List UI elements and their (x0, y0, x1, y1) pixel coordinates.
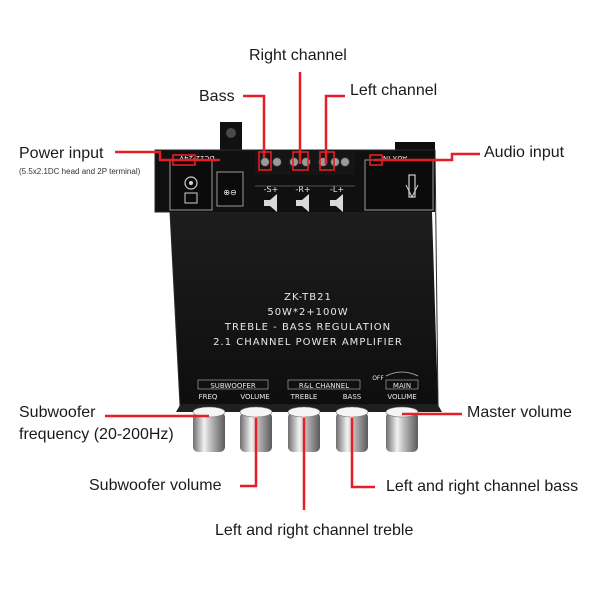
knob-label-sub-volume: VOLUME (240, 393, 269, 401)
regulation-text: TREBLE - BASS REGULATION (224, 322, 391, 333)
power-rating: 50W*2+100W (267, 307, 348, 318)
label-audio-input: Audio input (484, 144, 565, 161)
terminal-screw (340, 157, 350, 167)
knob-label-bass: BASS (343, 393, 362, 401)
power-input-pointer (115, 150, 220, 162)
section-main: MAIN (393, 382, 411, 390)
left-channel-pointer (324, 94, 345, 164)
knob-label-freq: FREQ (199, 393, 218, 401)
aux-input-jack: AUX IN (364, 154, 434, 211)
knob-label-treble: TREBLE (290, 393, 318, 401)
bass-knob-pointer (350, 418, 375, 489)
label-left-channel: Left channel (350, 82, 438, 99)
label-lr-bass: Left and right channel bass (386, 478, 579, 495)
dc-terminal-icon: ⊕⊖ (223, 188, 236, 197)
model-name: ZK-TB21 (284, 292, 332, 303)
speaker-icons (264, 194, 343, 212)
freq-knob[interactable] (192, 406, 226, 452)
annotation-boxes (172, 151, 383, 171)
knobs (192, 406, 419, 452)
dc-label: DC12-24V (179, 154, 215, 162)
subwoofer-volume-pointer (240, 418, 258, 488)
sub-terminal-label: -S+ (264, 185, 279, 194)
section-rl-channel: R&L CHANNEL (299, 382, 349, 390)
audio-input-pointer (374, 152, 480, 162)
terminal-screw (301, 157, 311, 167)
label-bass: Bass (199, 88, 235, 105)
right-terminal-label: -R+ (295, 185, 310, 194)
label-master-volume: Master volume (467, 404, 572, 421)
label-right-channel: Right channel (249, 47, 347, 64)
label-subwoofer-frequency-line2: frequency (20-200Hz) (19, 426, 174, 443)
label-power-input: Power input (19, 145, 104, 162)
knob-label-main-volume: VOLUME (387, 393, 416, 401)
annotation-lines (105, 72, 480, 510)
aux-label: AUX IN (383, 154, 407, 162)
left-terminal-label: -L+ (330, 185, 344, 194)
terminal-screw (272, 157, 282, 167)
bass-pointer (243, 94, 266, 158)
label-subwoofer-volume: Subwoofer volume (89, 477, 222, 494)
section-subwoofer: SUBWOOFER (210, 382, 256, 390)
terminal-screw (330, 157, 340, 167)
dc-power-jack: DC12-24V ⊕⊖ (169, 154, 244, 211)
label-lr-treble: Left and right channel treble (215, 522, 414, 539)
board-print: ZK-TB21 50W*2+100W TREBLE - BASS REGULAT… (213, 292, 403, 348)
terminal-screw (289, 157, 299, 167)
description-text: 2.1 CHANNEL POWER AMPLIFIER (213, 337, 403, 348)
off-label: OFF (372, 375, 384, 382)
label-power-input-note: (5.5x2.1DC head and 2P terminal) (19, 167, 141, 176)
terminal-screw (260, 157, 270, 167)
control-labels: SUBWOOFER R&L CHANNEL MAIN OFF FREQ VOLU… (197, 371, 419, 401)
label-subwoofer-frequency-line1: Subwoofer (19, 404, 96, 421)
